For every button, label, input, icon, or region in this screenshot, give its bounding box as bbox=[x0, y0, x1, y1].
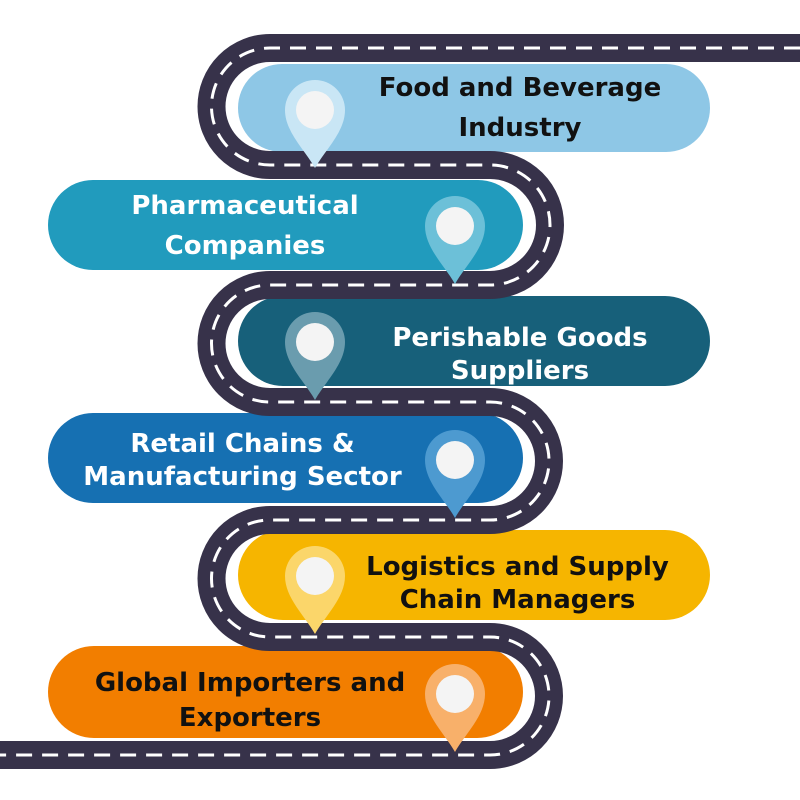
location-pin-icon bbox=[425, 430, 485, 518]
step-label-food: Food and Beverage Industry bbox=[350, 68, 690, 148]
location-pin-icon bbox=[285, 80, 345, 168]
label-line: Global Importers and bbox=[94, 668, 406, 698]
location-pin-icon bbox=[425, 664, 485, 752]
label-line: Logistics and Supply bbox=[366, 552, 669, 582]
label-line: Retail Chains & bbox=[130, 429, 355, 459]
label-line: Pharmaceutical bbox=[131, 191, 359, 221]
step-label-pharma: Pharmaceutical Companies bbox=[95, 186, 395, 266]
label-line: Suppliers bbox=[450, 356, 590, 386]
step-label-logistics: Logistics and Supply Chain Managers bbox=[340, 551, 695, 617]
step-label-retail: Retail Chains & Manufacturing Sector bbox=[55, 428, 430, 494]
step-label-perishable: Perishable Goods Suppliers bbox=[360, 322, 680, 388]
location-pin-icon bbox=[285, 546, 345, 634]
step-label-global: Global Importers and Exporters bbox=[55, 666, 445, 736]
location-pin-icon bbox=[425, 196, 485, 284]
road-dashes bbox=[0, 46, 800, 757]
label-line: Manufacturing Sector bbox=[83, 462, 402, 492]
label-line: Industry bbox=[458, 113, 582, 143]
label-line: Food and Beverage bbox=[378, 73, 662, 103]
label-line: Companies bbox=[164, 231, 326, 261]
label-line: Chain Managers bbox=[399, 585, 636, 615]
road bbox=[0, 34, 800, 769]
label-line: Exporters bbox=[178, 703, 322, 733]
location-pin-icon bbox=[285, 312, 345, 400]
label-line: Perishable Goods bbox=[392, 323, 648, 353]
